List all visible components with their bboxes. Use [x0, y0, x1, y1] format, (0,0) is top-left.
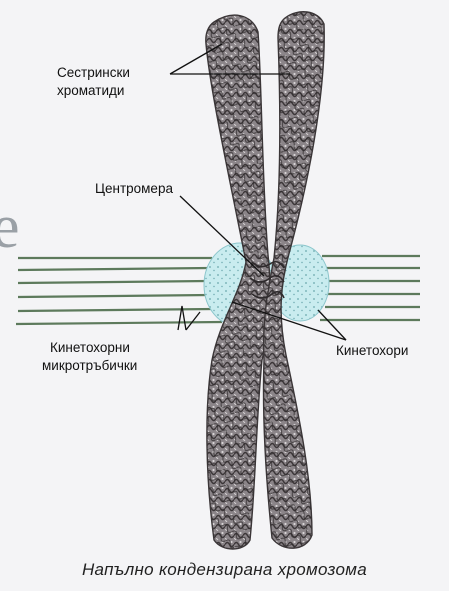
- label-kinetochore-microtubules-1: Кинетохорни: [50, 339, 130, 356]
- microtubules-right: [320, 256, 420, 320]
- label-kinetochores: Кинетохори: [336, 342, 408, 359]
- label-kinetochore-microtubules-2: микротръбички: [42, 357, 137, 374]
- figure-caption: Напълно кондензирана хромозома: [0, 560, 449, 580]
- label-sister-chromatids-1: Сестрински: [57, 64, 130, 81]
- label-centromere: Центромера: [95, 180, 173, 197]
- microtubules-left: [16, 258, 222, 324]
- label-sister-chromatids-2: хроматиди: [57, 82, 124, 99]
